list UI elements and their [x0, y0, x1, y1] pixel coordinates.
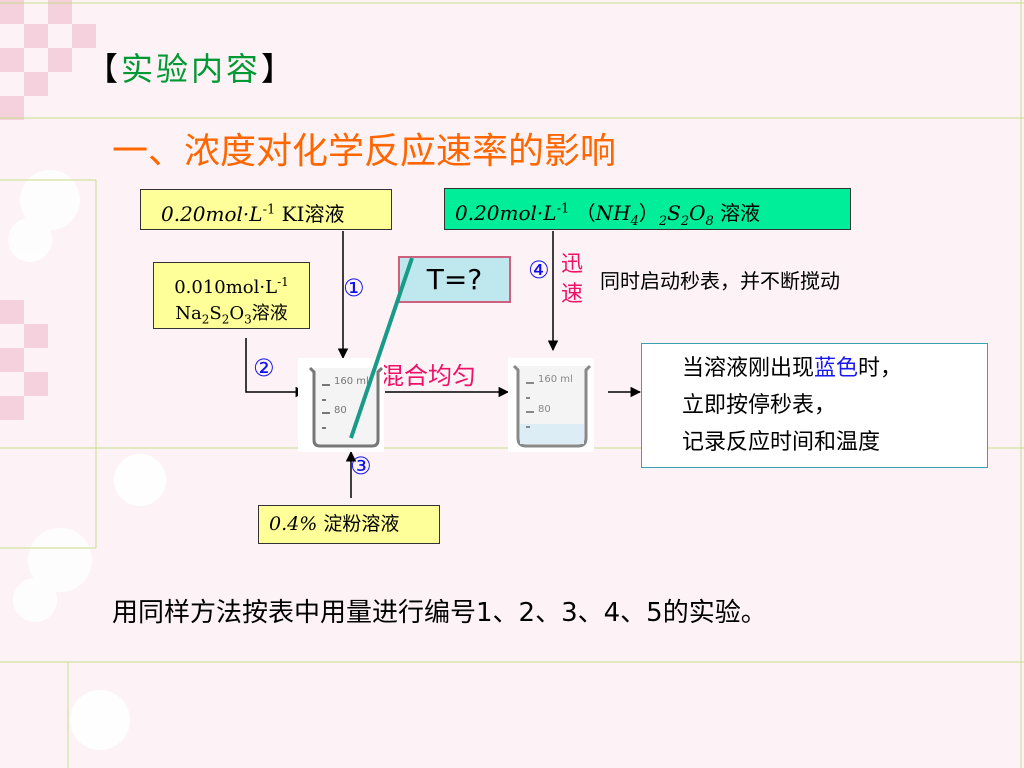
stirring-rod: [349, 257, 414, 439]
quick-label: 迅 速: [561, 250, 583, 310]
beaker-left: [298, 358, 384, 452]
result-line-3: 记录反应时间和温度: [682, 430, 881, 455]
beaker-right-mark-160: 160 ml: [538, 374, 573, 385]
heading: 【实验内容】: [86, 44, 296, 90]
beaker-left-mark-80: 80: [334, 405, 347, 416]
thiosulfate-line2: Na2S2O3溶液: [175, 303, 288, 327]
starch-solution-text: 0.4% 淀粉溶液: [269, 513, 400, 535]
result-line-2: 立即按停秒表，: [682, 393, 837, 418]
footer-instruction: 用同样方法按表中用量进行编号1、2、3、4、5的实验。: [112, 598, 767, 628]
quick-char-2: 速: [561, 282, 584, 307]
step-two-marker: ②: [253, 354, 275, 382]
ki-solution-text: 0.20mol·L-1 KI溶液: [161, 201, 345, 226]
result-line-1: 当溶液刚出现蓝色时，: [682, 356, 903, 381]
step-four-marker: ④: [528, 256, 550, 284]
persulfate-solution-box: 0.20mol·L-1 （NH4）2S2O8 溶液: [444, 188, 851, 230]
beaker-right: [508, 358, 594, 452]
beaker-left-mark-160: 160 ml: [334, 376, 369, 387]
persulfate-solution-text: 0.20mol·L-1 （NH4）2S2O8 溶液: [455, 200, 761, 229]
temperature-box: T=?: [398, 256, 511, 303]
temperature-text: T=?: [426, 263, 483, 296]
start-note: 同时启动秒表，并不断搅动: [600, 269, 840, 293]
blue-word: 蓝色: [814, 356, 859, 381]
section-title: 一、浓度对化学反应速率的影响: [112, 131, 617, 172]
ki-solution-box: 0.20mol·L-1 KI溶液: [140, 189, 392, 230]
heading-text: 实验内容: [121, 50, 262, 88]
mix-label: 混合均匀: [380, 362, 476, 390]
beaker-right-mark-80: 80: [538, 404, 551, 415]
quick-char-1: 迅: [561, 252, 584, 277]
step-one-marker: ①: [343, 274, 365, 302]
heading-open-bracket: 【: [86, 50, 122, 88]
starch-solution-box: 0.4% 淀粉溶液: [258, 505, 440, 544]
arrow-thiosulfate: [245, 338, 307, 398]
thiosulfate-line1: 0.010mol·L-1: [174, 275, 289, 298]
result-box: 当溶液刚出现蓝色时， 立即按停秒表， 记录反应时间和温度: [641, 343, 988, 468]
heading-close-bracket: 】: [261, 50, 297, 88]
thiosulfate-solution-box: 0.010mol·L-1 Na2S2O3溶液: [153, 262, 310, 329]
